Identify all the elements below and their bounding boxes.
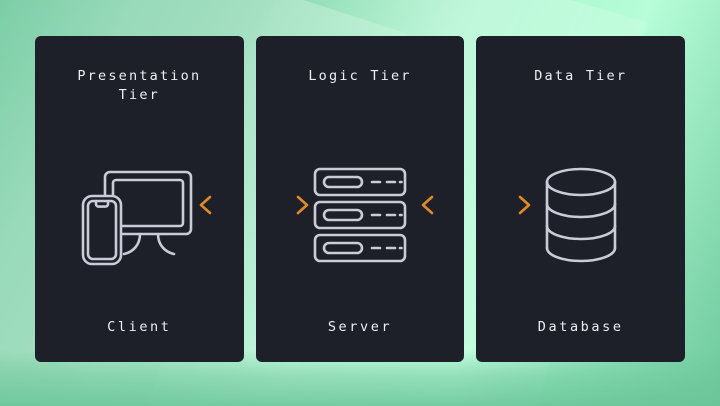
tier-title-logic: Logic Tier	[308, 68, 412, 84]
database-cylinder-glyph	[545, 167, 616, 263]
tier-title-data: Data Tier	[534, 68, 628, 84]
tier-title-presentation: Presentation Tier	[77, 68, 202, 103]
tier-caption-server: Server	[327, 319, 393, 335]
tier-caption-database: Database	[537, 319, 624, 335]
server-stack-glyph	[313, 167, 407, 263]
tier-panel-data[interactable]: Data Tier Database	[476, 36, 686, 362]
tier-panel-group: Presentation Tier Client	[35, 36, 686, 362]
tier-panel-presentation[interactable]: Presentation Tier Client	[35, 36, 244, 362]
monitor-and-phone-icon	[35, 160, 244, 270]
monitor-and-phone-glyph	[82, 170, 193, 266]
server-stack-icon	[256, 160, 465, 270]
database-cylinder-icon	[476, 160, 685, 270]
tier-caption-client: Client	[107, 319, 172, 335]
tier-panel-logic[interactable]: Logic Tier	[255, 36, 465, 362]
